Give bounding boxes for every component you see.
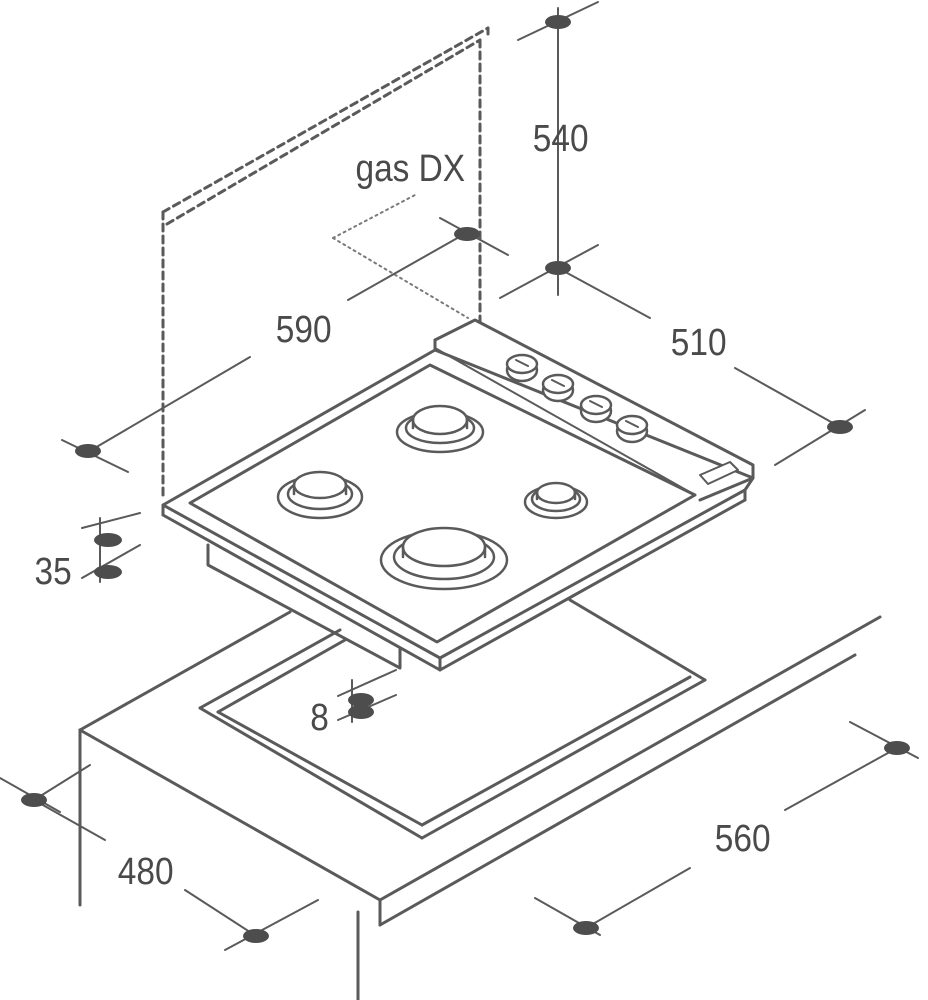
- control-knob: [579, 394, 613, 424]
- dim-dot: [75, 444, 101, 458]
- control-knob: [541, 373, 575, 403]
- dim-dot: [21, 793, 47, 807]
- hob-top-plate: [161, 348, 755, 660]
- hob-body: [206, 543, 402, 670]
- gas-inlet-dotted: [332, 194, 469, 319]
- burner-front-large: [379, 526, 509, 591]
- countertop: [78, 610, 882, 1000]
- dim-dot: [243, 929, 269, 943]
- dim-dot: [545, 15, 571, 29]
- dim-dot: [827, 420, 853, 434]
- dim-label-560: 560: [715, 817, 771, 859]
- labels: gas DX 540 590 510 35 8 480 560: [35, 117, 771, 892]
- display-window: [699, 461, 739, 485]
- dim-label-480: 480: [118, 850, 174, 892]
- dim-dot: [545, 261, 571, 275]
- control-knob: [505, 353, 539, 383]
- dim-label-510: 510: [671, 321, 727, 363]
- dimension-lines: [0, 1, 919, 951]
- dim-dot: [348, 705, 374, 719]
- dim-label-8: 8: [310, 696, 329, 738]
- hob: [161, 318, 755, 672]
- dim-dot: [348, 693, 374, 707]
- countertop-cutout: [198, 598, 707, 840]
- burner-left: [276, 470, 364, 520]
- dim-label-590: 590: [276, 308, 332, 350]
- dim-dot: [573, 921, 599, 935]
- dim-dot: [94, 533, 122, 547]
- dim-label-540: 540: [533, 117, 589, 159]
- burner-right-small: [523, 481, 589, 520]
- dim-dot: [454, 227, 480, 241]
- control-knob: [615, 414, 649, 444]
- dimension-dots: [21, 15, 910, 943]
- burner-rear: [395, 404, 485, 454]
- dim-dot: [884, 741, 910, 755]
- dim-dot: [94, 565, 122, 579]
- wall-outline-dashed: [161, 26, 490, 502]
- control-strip: [433, 318, 755, 502]
- gas-label: gas DX: [355, 147, 465, 189]
- dim-label-35: 35: [35, 550, 72, 592]
